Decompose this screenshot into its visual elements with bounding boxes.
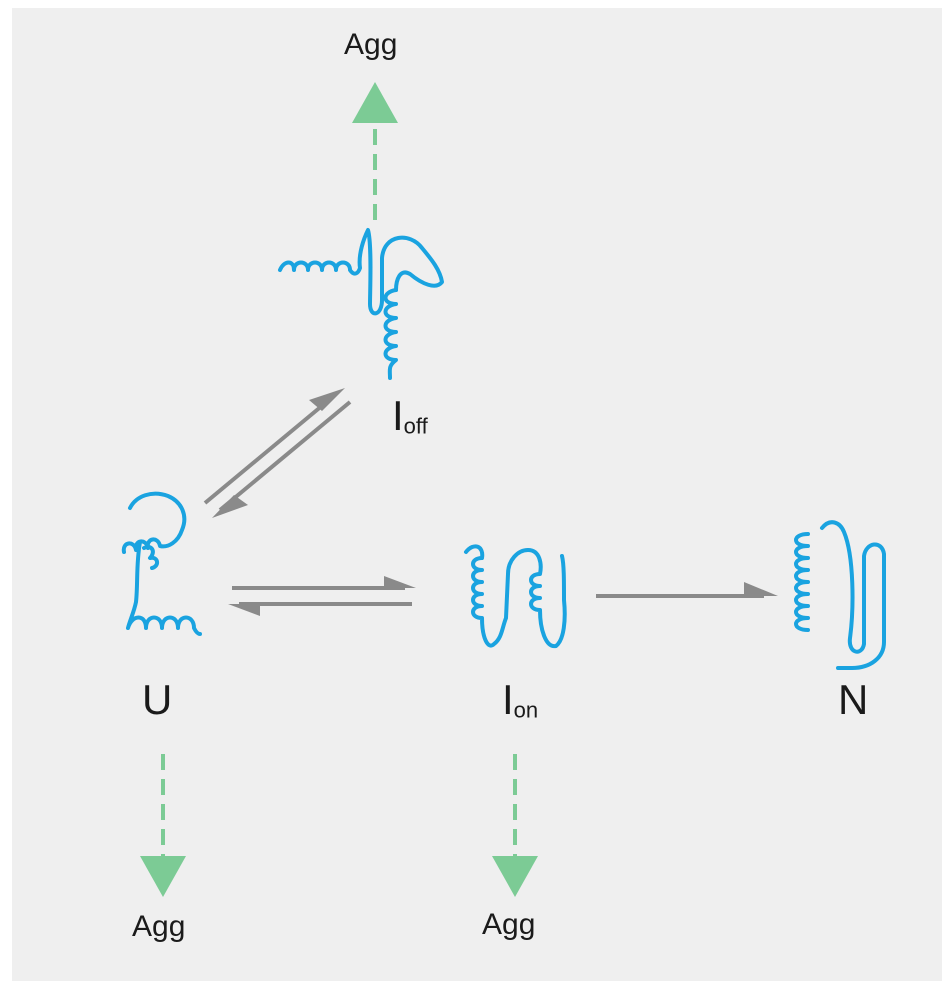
- state-label-ioff: Ioff: [392, 392, 428, 440]
- state-label-ion-subscript: on: [513, 697, 539, 723]
- aggregation-arrow-ion: [492, 754, 538, 897]
- aggregation-arrow-u: [140, 754, 186, 897]
- equilibrium-arrow-u-ion: [228, 576, 416, 616]
- protein-chain-ion-icon: [464, 544, 567, 649]
- protein-chain-u-icon: [121, 491, 202, 636]
- protein-chain-ioff-icon: [278, 228, 444, 380]
- protein-chain-n-icon: [794, 520, 886, 670]
- arrow-ion-to-n: [596, 582, 778, 598]
- agg-label-bottom-left: Agg: [132, 910, 186, 943]
- equilibrium-arrow-u-ioff: [203, 388, 352, 518]
- state-label-u: U: [142, 676, 173, 723]
- folding-pathway-diagram: Agg Agg Agg Ioff U Ion N: [12, 8, 942, 981]
- state-label-ioff-subscript: off: [403, 413, 428, 439]
- state-label-ion-main: I: [502, 676, 514, 723]
- aggregation-arrow-ioff: [352, 82, 398, 220]
- agg-label-top: Agg: [344, 28, 398, 61]
- diagram-canvas: [121, 82, 886, 897]
- state-label-n: N: [838, 676, 869, 723]
- state-label-ioff-main: I: [392, 392, 404, 439]
- state-label-ion: Ion: [502, 676, 538, 724]
- agg-label-bottom-middle: Agg: [482, 908, 536, 941]
